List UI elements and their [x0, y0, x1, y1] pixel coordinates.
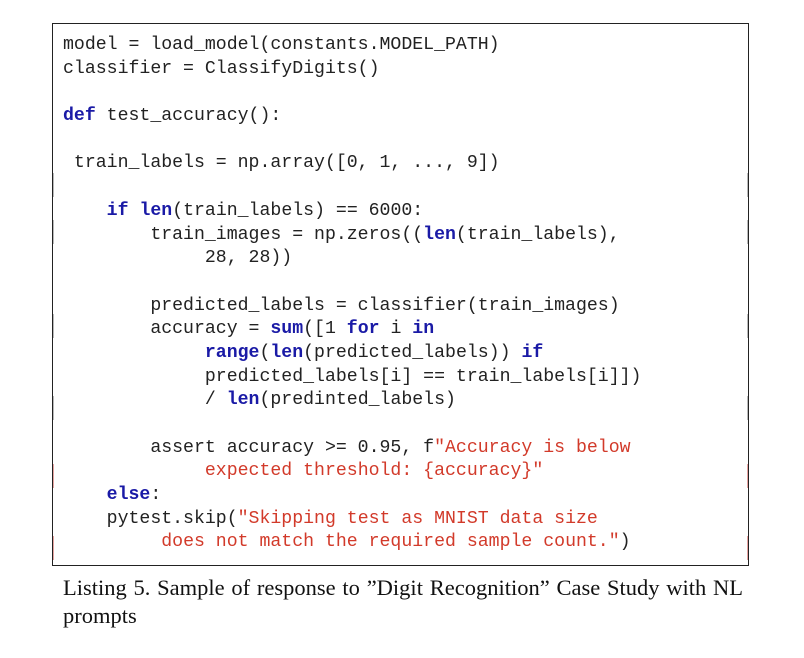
code-line-4: def test_accuracy():: [63, 106, 282, 127]
builtin: len: [226, 390, 260, 411]
keyword: if: [106, 200, 129, 221]
builtin: len: [423, 224, 456, 245]
code-line-10: 28, 28)): [63, 248, 293, 269]
code-listing: model = load_model(constants.MODEL_PATH)…: [52, 23, 749, 566]
gutter-mark: [747, 396, 748, 420]
gutter-mark: [53, 173, 54, 197]
code-line-11: [63, 271, 641, 295]
code-line-16: / len(predinted_labels): [63, 390, 456, 411]
builtin: len: [270, 342, 304, 363]
code-line-6: train_labels = np.array([0, 1, ..., 9]): [63, 153, 500, 174]
builtin: len: [139, 200, 173, 221]
string-literal: "Skipping test as MNIST data size: [237, 508, 598, 529]
gutter-mark: [53, 220, 54, 244]
code-line-17: [63, 413, 641, 437]
code-line-18: assert accuracy >= 0.95, f"Accuracy is b…: [63, 437, 631, 458]
string-literal: does not match the required sample count…: [161, 532, 620, 553]
keyword: else: [106, 485, 151, 506]
code-line-3: [63, 81, 641, 105]
code-line-8: if len(train_labels) == 6000:: [106, 200, 424, 221]
gutter-mark: [747, 220, 748, 244]
code-line-13: accuracy = sum([1 for i in: [63, 319, 435, 340]
gutter-mark-error: [53, 536, 54, 560]
gutter-mark-error: [747, 464, 748, 488]
gutter-mark: [53, 314, 54, 338]
gutter-mark-error: [747, 536, 748, 560]
gutter-mark: [747, 314, 748, 338]
gutter-mark-error: [53, 464, 54, 488]
code-line-1: model = load_model(constants.MODEL_PATH): [63, 35, 500, 55]
code-line-12: predicted_labels = classifier(train_imag…: [63, 295, 620, 316]
string-literal: "Accuracy is below: [434, 437, 631, 458]
code-line-21: pytest.skip("Skipping test as MNIST data…: [63, 508, 598, 529]
code-line-20: else:: [106, 485, 162, 506]
code-block: model = load_model(constants.MODEL_PATH)…: [63, 34, 641, 555]
keyword: def: [63, 106, 96, 127]
gutter-mark: [747, 173, 748, 197]
code-line-19: expected threshold: {accuracy}": [63, 460, 641, 484]
builtin: sum: [270, 319, 304, 340]
keyword: if: [521, 342, 544, 363]
code-line-15: predicted_labels[i] == train_labels[i]]): [63, 366, 642, 387]
builtin: range: [204, 342, 260, 363]
code-line-22: does not match the required sample count…: [161, 532, 631, 553]
code-line-5: [63, 129, 641, 153]
string-literal: expected threshold: {accuracy}": [204, 461, 544, 482]
code-line-7: [63, 176, 641, 200]
keyword: in: [412, 319, 435, 340]
code-line-14: range(len(predicted_labels)) if: [204, 342, 544, 363]
code-line-2: classifier = ClassifyDigits(): [63, 58, 380, 79]
listing-caption: Listing 5. Sample of response to ”Digit …: [63, 575, 743, 628]
keyword: for: [346, 319, 380, 340]
gutter-mark: [53, 396, 54, 420]
code-line-9: train_images = np.zeros((len(train_label…: [63, 224, 620, 245]
